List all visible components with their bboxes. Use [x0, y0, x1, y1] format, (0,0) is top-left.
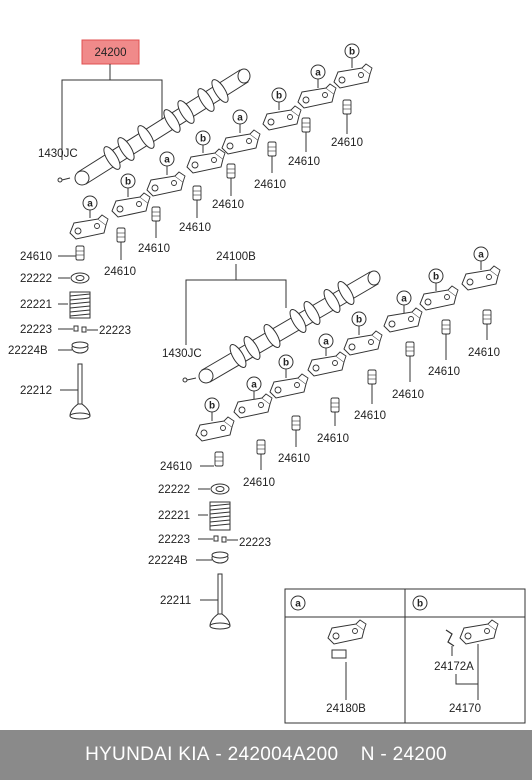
footer-separator-2: -: [380, 744, 387, 765]
parts-diagram: 24200 1430JC b 24610 a: [8, 39, 526, 724]
footer-brand: HYUNDAI: [85, 744, 173, 765]
footer-oem-number: 242004A200: [227, 744, 339, 765]
bottom-part-retainer: 22222: [158, 484, 190, 496]
bottom-part-seat: 22224B: [148, 555, 188, 567]
top-rocker-label: 24610: [212, 199, 244, 211]
top-rocker-group: b 24610 a 24610 b 24610 a 24610 b 24610 …: [20, 43, 373, 278]
svg-text:a: a: [315, 68, 321, 79]
legend-box: a b 24180B 24172A 24170: [284, 588, 526, 724]
top-part-cotter-right: 22223: [99, 325, 131, 337]
top-fastener-label: 1430JC: [38, 148, 78, 160]
bottom-rocker-label: 24610: [317, 433, 349, 445]
top-assembly: 24200 1430JC b 24610 a: [8, 39, 373, 420]
bottom-rocker-label: 24610: [392, 389, 424, 401]
legend-b-sub-part: 24172A: [434, 661, 474, 673]
legend-b-marker: b: [417, 599, 423, 610]
svg-text:a: a: [478, 250, 484, 261]
camshaft-top: [57, 68, 251, 186]
svg-text:a: a: [87, 199, 93, 210]
footer-n-label: N: [360, 744, 375, 765]
footer-bar: HYUNDAI KIA - 242004A200 N - 24200: [0, 730, 532, 780]
bottom-rocker-label: 24610: [278, 453, 310, 465]
svg-text:b: b: [356, 315, 362, 326]
svg-text:b: b: [276, 91, 282, 102]
top-rocker-label: 24610: [104, 266, 136, 278]
bottom-part-cotter-right: 22223: [239, 537, 271, 549]
footer-separator: -: [215, 744, 223, 765]
top-bracket-line: [61, 79, 163, 160]
top-part-number-highlight: [81, 39, 140, 65]
svg-text:a: a: [237, 113, 243, 124]
top-rocker-label: 24610: [288, 156, 320, 168]
bottom-part-valve: 22211: [160, 595, 191, 607]
legend-a-marker: a: [295, 599, 301, 610]
top-part-retainer: 22222: [20, 273, 52, 285]
bottom-rocker-label: 24610: [243, 477, 275, 489]
legend-a-part: 24180B: [326, 703, 366, 715]
footer-ref: 24200: [392, 744, 447, 765]
top-part-spring: 22221: [20, 299, 52, 311]
bottom-part-number: 24100B: [216, 251, 256, 263]
top-part-valve: 22212: [20, 385, 52, 397]
svg-text:b: b: [283, 358, 289, 369]
bottom-valve-stack: 22222 22221 22223 22223 22224B 22211: [148, 483, 271, 630]
svg-text:b: b: [125, 177, 131, 188]
svg-text:b: b: [200, 134, 206, 145]
svg-text:a: a: [251, 380, 257, 391]
top-rocker-label: 24610: [254, 179, 286, 191]
bottom-rocker-group: a 24610 b 24610 a 24610 b 24610 a 24610 …: [160, 246, 501, 489]
bottom-assembly: 24100B 1430JC a 24610 b 24610: [148, 246, 501, 630]
svg-text:b: b: [349, 47, 355, 58]
top-rocker-label: 24610: [331, 137, 363, 149]
svg-text:b: b: [209, 401, 215, 412]
svg-text:a: a: [323, 337, 329, 348]
top-part-seat: 22224B: [8, 345, 48, 357]
svg-text:a: a: [401, 294, 407, 305]
bottom-rocker-label: 24610: [160, 461, 192, 473]
bottom-part-cotter: 22223: [158, 534, 190, 546]
bottom-rocker-label: 24610: [428, 366, 460, 378]
bottom-rocker-label: 24610: [468, 347, 500, 359]
top-valve-stack: 22222 22221 22223 22223 22224B 22212: [8, 272, 131, 420]
top-rocker-label: 24610: [138, 243, 170, 255]
top-rocker-label: 24610: [179, 222, 211, 234]
top-part-number: 24200: [95, 47, 127, 59]
bottom-part-spring: 22221: [158, 510, 190, 522]
legend-b-part: 24170: [449, 703, 481, 715]
legend-b-illustration: [445, 619, 499, 684]
bottom-fastener-label: 1430JC: [162, 348, 202, 360]
footer-make: KIA: [178, 744, 210, 765]
top-rocker-label: 24610: [20, 251, 52, 263]
bottom-rocker-label: 24610: [354, 410, 386, 422]
svg-text:b: b: [433, 272, 439, 283]
top-part-cotter: 22223: [20, 324, 52, 336]
svg-text:a: a: [164, 155, 170, 166]
camshaft-bottom: [182, 270, 381, 384]
